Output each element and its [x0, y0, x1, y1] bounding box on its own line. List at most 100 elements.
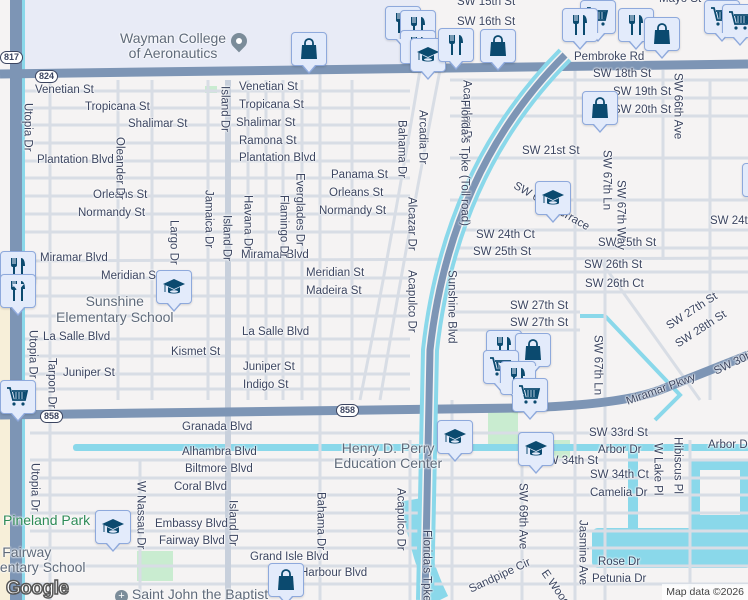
- fork-knife-icon: [6, 279, 30, 303]
- route-shield-858: 858: [336, 404, 360, 417]
- street-label: Acapulco Dr: [394, 488, 407, 551]
- street-label: SW 67th Ln: [600, 150, 613, 211]
- marker-school[interactable]: [742, 163, 748, 197]
- poi-label: Education Center: [334, 455, 443, 471]
- marker-school[interactable]: [95, 510, 131, 552]
- marker-school[interactable]: [156, 270, 192, 312]
- street-label: Grand Isle Blvd: [250, 551, 329, 563]
- marker-restaurant[interactable]: [0, 274, 36, 316]
- street-label: Plantation Blvd: [37, 154, 114, 166]
- street-label: SW 21st St: [522, 145, 580, 157]
- poi-pineland-park[interactable]: Pineland Park: [3, 512, 91, 528]
- shopping-bag-icon: [274, 568, 298, 592]
- street-label: Alhambra Blvd: [182, 446, 257, 458]
- street-label: Acapulco Dr: [460, 80, 473, 143]
- street-label: Venetian St: [35, 84, 94, 96]
- poi-label: Wayman College: [120, 30, 227, 46]
- street-label: Havana Dr: [241, 195, 254, 250]
- street-label: Island Dr: [226, 500, 239, 547]
- street-label: SW 15th St: [457, 0, 516, 8]
- graduation-cap-icon: [162, 275, 186, 299]
- street-label: Florida's Tpke (Toll road): [458, 100, 471, 226]
- street-label: Shalimar St: [236, 117, 296, 129]
- street-label: SW 69th Ave: [516, 483, 529, 550]
- graduation-cap-icon: [524, 437, 548, 461]
- marker-school[interactable]: [535, 181, 571, 223]
- poi-sunshine-elementary[interactable]: Sunshine Elementary School: [56, 293, 174, 325]
- shopping-bag-icon: [521, 338, 545, 362]
- street-label: Plantation Blvd: [239, 152, 316, 164]
- street-label: Coral Blvd: [174, 481, 228, 493]
- street-label: Arcadia Dr: [416, 110, 429, 165]
- street-label: SW 24th St: [710, 215, 748, 227]
- street-label: SW 24th Ct: [476, 229, 535, 241]
- street-label: Florida's Tpke: [420, 530, 433, 600]
- street-label: Tarpon Dr: [45, 358, 58, 409]
- graduation-cap-icon: [541, 186, 565, 210]
- street-label: SW 34th Ct: [590, 469, 649, 481]
- route-shield-824: 824: [35, 70, 59, 83]
- marker-shopping[interactable]: [582, 91, 618, 133]
- street-label: SW 66th Ave: [671, 73, 684, 140]
- marker-restaurant[interactable]: [438, 28, 474, 70]
- street-label: Granada Blvd: [182, 421, 253, 433]
- street-label: SW 27th St: [510, 317, 569, 329]
- street-label: Utopia Dr: [21, 103, 34, 152]
- street-label: Tropicana St: [239, 99, 304, 111]
- street-label: SW 19th St: [613, 86, 672, 98]
- street-label: Ramona St: [239, 135, 297, 147]
- street-label: SW 25th St: [473, 246, 532, 258]
- street-label: Everglades Dr: [293, 173, 306, 246]
- shopping-cart-icon: [728, 9, 748, 33]
- marker-school[interactable]: [518, 432, 554, 474]
- street-label: Normandy St: [78, 207, 146, 219]
- street-label: La Salle Blvd: [242, 326, 310, 338]
- street-label: Orleans St: [93, 189, 148, 201]
- marker-school[interactable]: [437, 420, 473, 462]
- shopping-bag-icon: [297, 37, 321, 61]
- street-label: SW 26th Ct: [585, 278, 644, 290]
- street-label: Juniper St: [243, 361, 295, 373]
- poi-label: Sunshine: [85, 293, 144, 309]
- street-label: Orleans St: [329, 187, 384, 199]
- street-label: Jamaica Dr: [202, 190, 215, 249]
- marker-shopping[interactable]: [268, 563, 304, 600]
- street-label: Utopia Dr: [26, 330, 39, 379]
- street-label: Mayo St: [659, 0, 701, 6]
- route-shield-858: 858: [40, 410, 64, 423]
- street-label: Panama St: [331, 169, 388, 181]
- poi-label: Henry D. Perry: [341, 440, 435, 456]
- google-logo: Google: [5, 577, 69, 600]
- street-label: Sunshine Blvd: [445, 270, 458, 344]
- street-label: Pembroke Rd: [574, 51, 645, 63]
- street-label: Hibiscus Pl: [671, 437, 684, 494]
- street-label: Bahama Dr: [314, 492, 327, 551]
- marker-shopping[interactable]: [291, 32, 327, 74]
- street-label: Utopia Dr: [28, 463, 41, 512]
- street-label: La Salle Blvd: [43, 331, 111, 343]
- poi-label: Saint John the Baptist: [131, 586, 269, 600]
- poi-henry-perry-education-center[interactable]: Henry D. Perry Education Center: [334, 441, 442, 471]
- map-attribution[interactable]: Map data ©2026: [662, 584, 748, 600]
- fork-knife-icon: [568, 13, 592, 37]
- poi-wayman-college[interactable]: Wayman College of Aeronautics: [120, 31, 226, 61]
- marker-shopping[interactable]: [480, 29, 516, 71]
- marker-grocery[interactable]: [0, 380, 36, 422]
- graduation-cap-icon: [101, 515, 125, 539]
- marker-shopping[interactable]: [644, 17, 680, 59]
- street-label: Embassy Blvd: [155, 518, 228, 530]
- poi-label: Fairway: [2, 544, 52, 560]
- church-icon: +: [115, 590, 128, 600]
- poi-label: of Aeronautics: [128, 45, 218, 61]
- street-label: W Lake Pl: [651, 443, 664, 496]
- street-label: Harbour Blvd: [300, 567, 368, 579]
- poi-saint-john-the-baptist[interactable]: + Saint John the Baptist: [115, 587, 268, 600]
- street-label: Madeira St: [306, 285, 362, 297]
- street-label: Arbor Dr: [708, 439, 748, 451]
- street-label: Acapulco Dr: [405, 270, 418, 333]
- street-label: Jasmine Ave: [576, 520, 589, 585]
- street-label: Venetian St: [239, 81, 298, 93]
- poi-fairway-elementary[interactable]: Fairway Elementary School: [0, 545, 86, 575]
